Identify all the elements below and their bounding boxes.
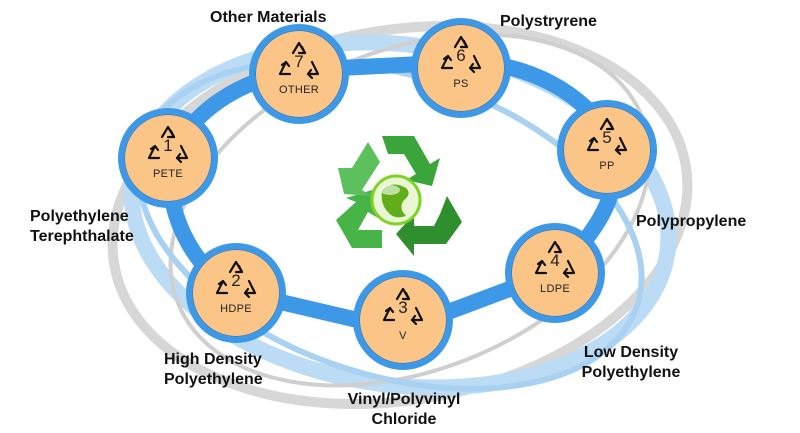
material-label-line: Terephthalate (30, 228, 134, 245)
recycle-triangle-icon (534, 240, 576, 279)
resin-code-number: 4 (550, 251, 560, 270)
material-label-line: High Density (164, 351, 262, 368)
recycle-triangle-icon (440, 35, 482, 74)
recycle-globe-icon (336, 136, 462, 256)
recycle-triangle-icon (586, 117, 628, 156)
resin-code-abbreviation: OTHER (279, 84, 319, 96)
material-label-5: Polypropylene (636, 212, 746, 232)
resin-code-abbreviation: PP (599, 160, 615, 172)
resin-code-number: 2 (231, 271, 241, 290)
recycle-triangle-icon (382, 287, 424, 326)
resin-code-abbreviation: PS (453, 78, 469, 90)
resin-code-abbreviation: PETE (153, 168, 183, 180)
resin-code-number: 1 (163, 136, 173, 155)
material-label-line: Polyethylene (581, 364, 681, 381)
material-label-line: Other Materials (210, 9, 327, 26)
material-label-line: Vinyl/Polyvinyl (347, 391, 461, 408)
resin-code-number: 3 (398, 298, 408, 317)
material-label-line: Polyethylene (30, 208, 129, 225)
resin-code-number: 7 (294, 52, 304, 71)
recycle-triangle-icon (215, 260, 257, 299)
material-label-line: Polypropylene (636, 213, 747, 230)
resin-code-abbreviation: LDPE (540, 283, 570, 295)
material-label-7: Other Materials (210, 8, 326, 28)
recycle-triangle-icon (147, 125, 189, 164)
material-label-line: Low Density (583, 344, 679, 361)
material-label-line: Polyethylene (164, 371, 263, 388)
recycle-triangle-icon (278, 41, 320, 80)
resin-code-abbreviation: V (399, 330, 407, 342)
resin-code-abbreviation: HDPE (220, 303, 252, 315)
material-label-line: Polystryrene (500, 13, 597, 30)
resin-code-number: 6 (456, 46, 466, 65)
resin-code-number: 5 (602, 128, 612, 147)
material-label-6: Polystryrene (500, 12, 597, 32)
material-label-line: Chloride (371, 411, 437, 428)
